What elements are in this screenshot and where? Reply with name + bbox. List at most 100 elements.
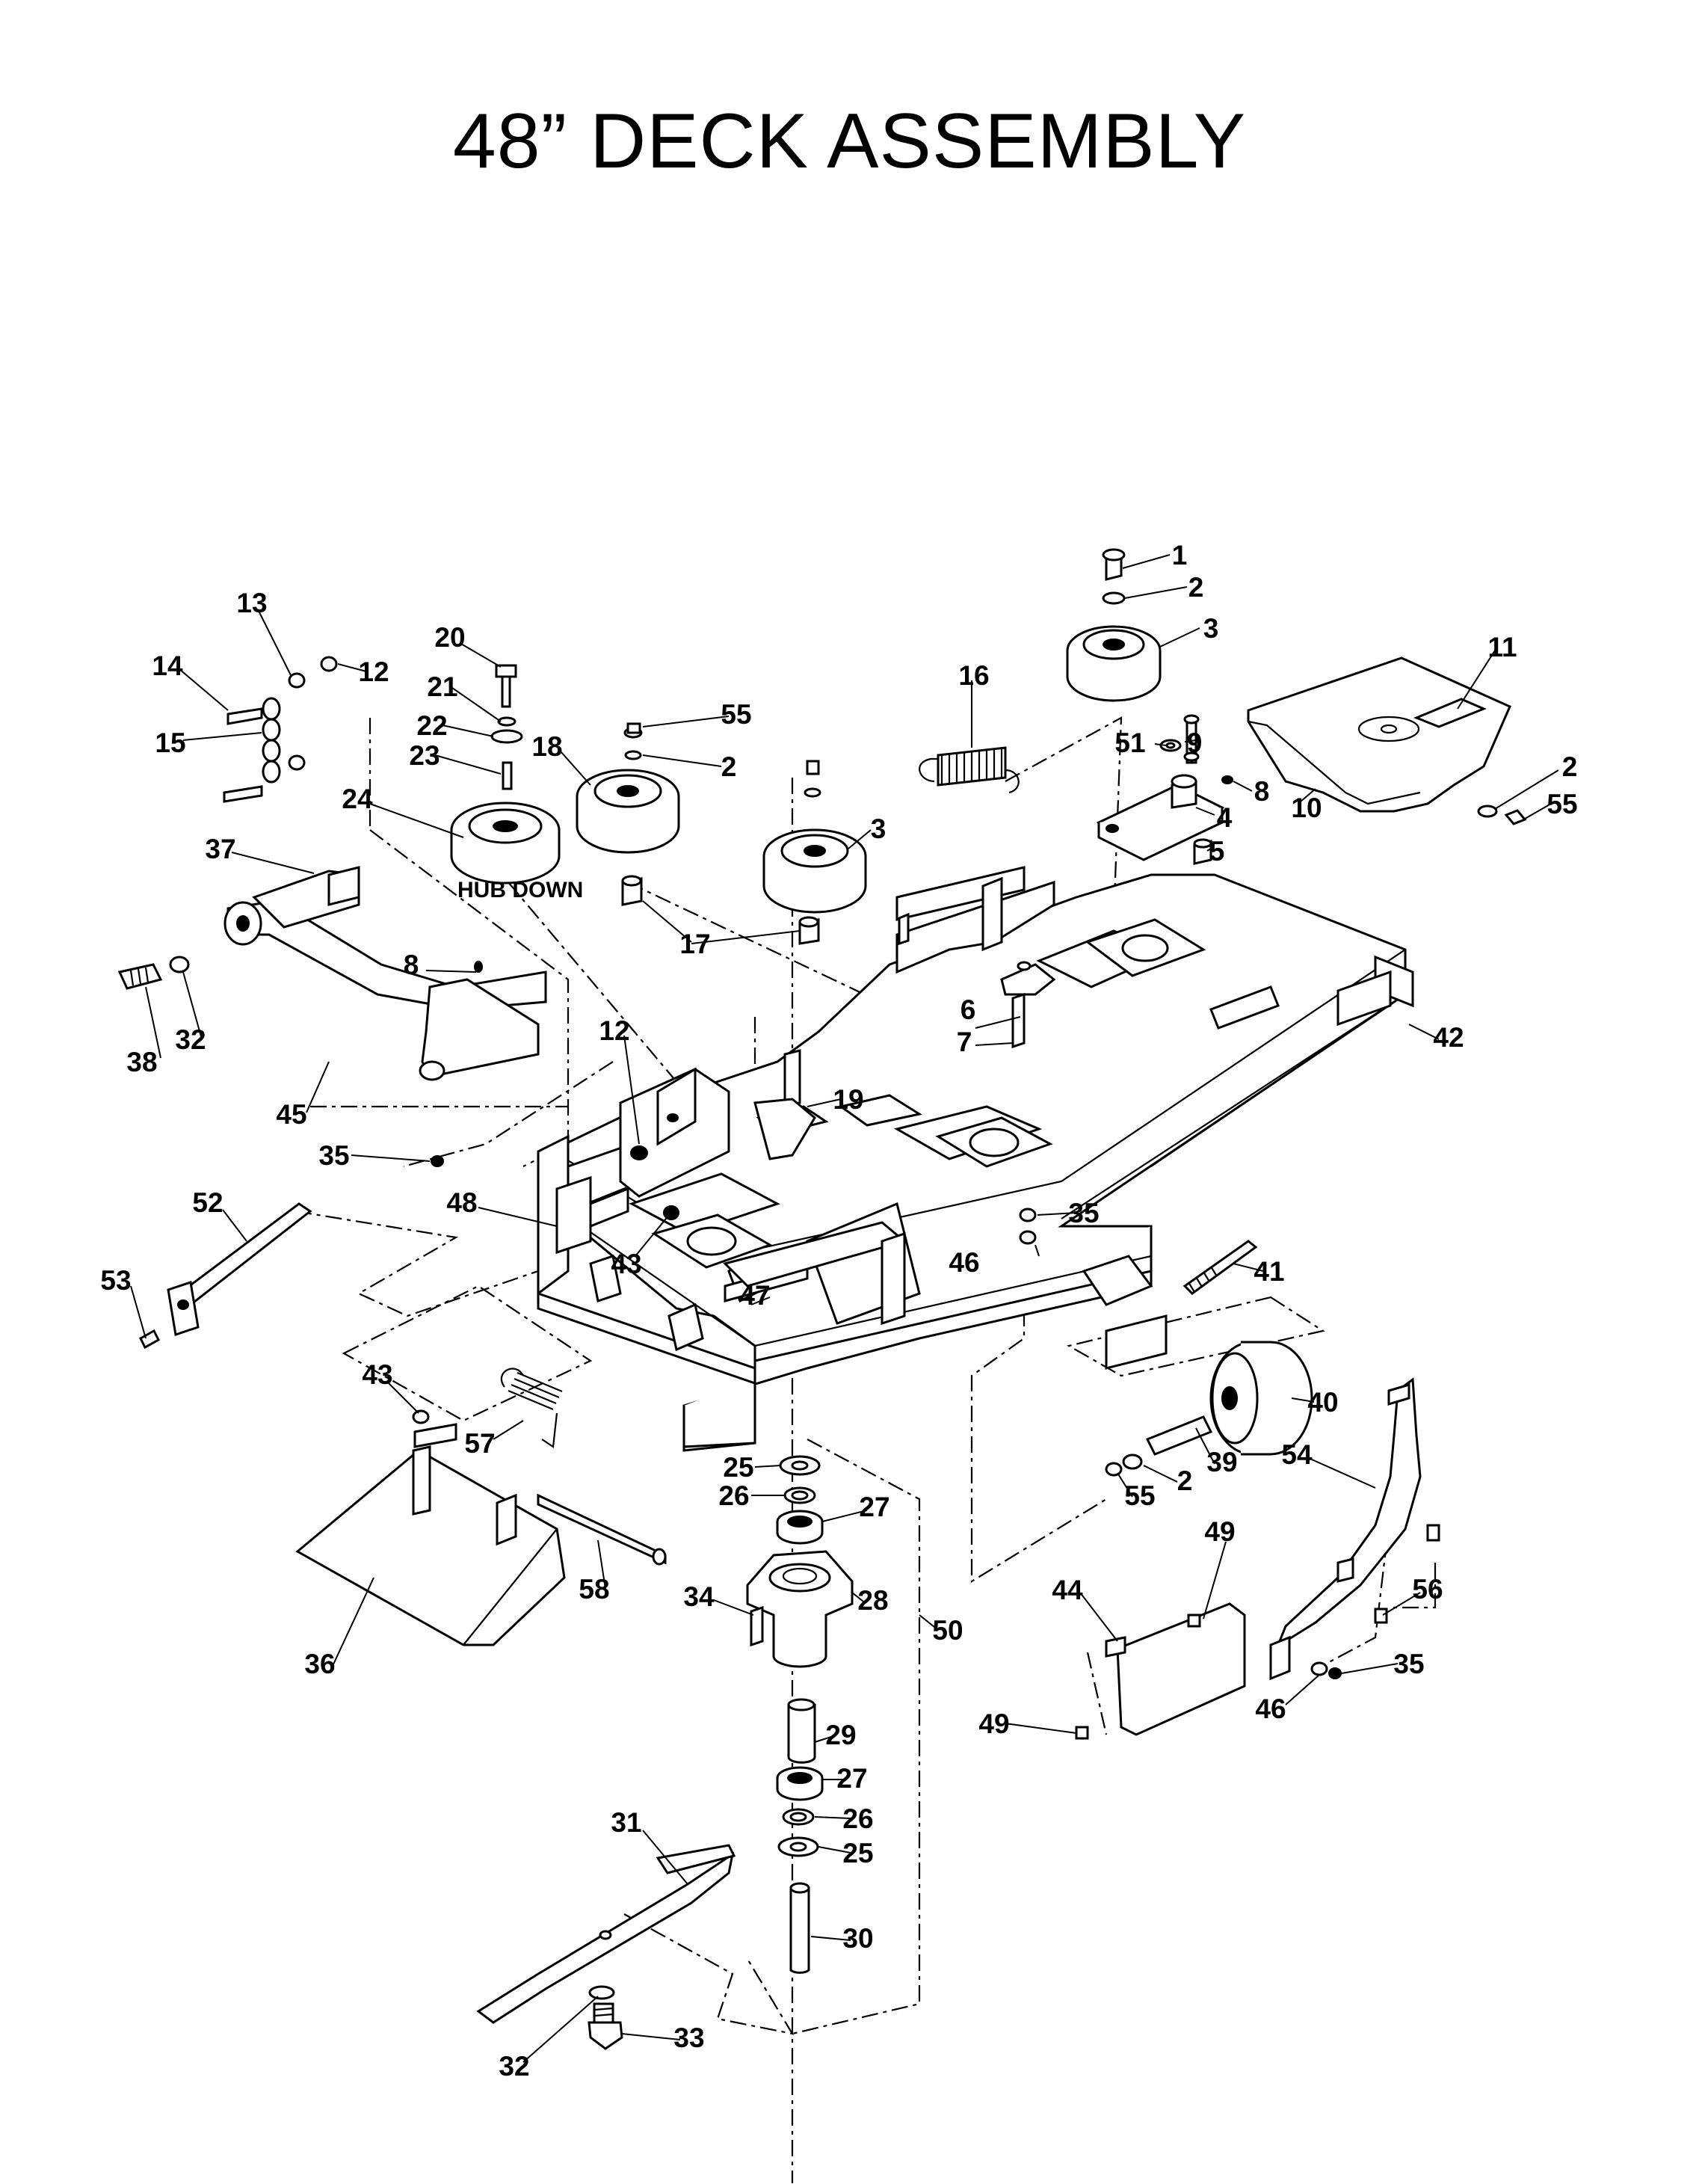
shield-plate [1105,1602,1246,1736]
part-callout-13: 13 [236,588,267,618]
leader-lines [130,554,1559,2063]
part-callout-10: 10 [1291,793,1322,823]
part-callout-45: 45 [276,1099,306,1130]
part-callout-28: 28 [857,1585,888,1616]
part-callout-49: 49 [978,1708,1009,1739]
deck-baffle [1269,1377,1422,1681]
page-title: 48” DECK ASSEMBLY [452,98,1247,185]
part-callout-5: 5 [1209,836,1225,867]
part-callout-24: 24 [342,784,373,814]
part-callout-34: 34 [683,1581,715,1612]
part-callout-20: 20 [434,622,465,653]
part-callout-27: 27 [859,1492,889,1522]
part-callout-27: 27 [836,1763,867,1794]
part-callout-4: 4 [1217,802,1233,833]
part-callout-48: 48 [446,1187,477,1218]
mower-blade [476,1844,736,2050]
part-callout-54: 54 [1281,1439,1313,1470]
part-callout-2: 2 [721,751,737,782]
part-callout-35: 35 [1393,1649,1424,1679]
part-callout-17: 17 [679,929,710,959]
height-chain [223,656,338,803]
part-callout-55: 55 [1547,789,1577,819]
part-callout-55: 55 [721,699,751,730]
part-callout-42: 42 [1433,1022,1464,1053]
part-callout-3: 3 [1203,613,1219,644]
part-callout-18: 18 [531,731,562,762]
part-callout-39: 39 [1206,1447,1237,1477]
blade-spindle [746,1455,854,1974]
part-callout-12: 12 [358,656,389,687]
belt-cover [1247,656,1527,825]
hardware [753,912,1440,1740]
part-callout-49: 49 [1204,1516,1235,1547]
part-callout-32: 32 [499,2051,529,2082]
tension-spring [919,746,1020,794]
idler-arm [1096,714,1233,865]
hub-down-note: HUB DOWN [457,878,583,902]
part-callout-47: 47 [739,1280,770,1311]
spindle-mount-plates [651,918,1206,1269]
part-callout-33: 33 [673,2022,704,2053]
idler-pulley-right [1066,548,1162,702]
part-callout-35: 35 [1068,1198,1099,1228]
part-callout-19: 19 [833,1084,863,1115]
part-callout-40: 40 [1307,1387,1338,1418]
part-callout-50: 50 [932,1615,963,1646]
part-callout-26: 26 [842,1803,873,1834]
part-callout-3: 3 [871,813,886,844]
part-callout-26: 26 [718,1480,749,1511]
part-callout-16: 16 [958,660,989,691]
part-callout-32: 32 [175,1024,206,1055]
part-callout-25: 25 [723,1452,753,1483]
part-callout-9: 9 [1187,728,1203,758]
pivot-rod [139,1202,312,1350]
part-callout-15: 15 [155,728,185,758]
part-callout-2: 2 [1177,1465,1193,1496]
part-callout-43: 43 [611,1249,641,1279]
part-callout-38: 38 [126,1047,157,1077]
part-callout-43: 43 [362,1359,392,1390]
discharge-chute [295,1409,667,1646]
part-callout-53: 53 [100,1265,131,1296]
part-callout-12: 12 [599,1015,629,1046]
deck-bracket-left [431,1067,756,1385]
part-callout-46: 46 [949,1247,979,1278]
part-callout-51: 51 [1114,728,1145,758]
part-callout-22: 22 [416,710,447,741]
part-callout-35: 35 [318,1140,349,1171]
part-callout-11: 11 [1487,632,1517,662]
part-callout-29: 29 [825,1720,856,1750]
anti-scalp-wheel [1105,1341,1313,1477]
part-callout-31: 31 [611,1807,641,1838]
part-callout-6: 6 [960,994,976,1025]
part-callout-8: 8 [1254,776,1270,807]
part-callout-57: 57 [464,1428,495,1459]
part-callout-7: 7 [957,1027,972,1057]
part-callout-55: 55 [1124,1480,1155,1511]
part-callout-46: 46 [1255,1694,1286,1724]
part-callout-30: 30 [842,1923,873,1954]
part-callout-41: 41 [1254,1256,1284,1287]
idler-pulley-center [623,722,867,945]
chute-spring [500,1368,563,1448]
lift-arm [117,866,547,1081]
part-callout-1: 1 [1172,540,1188,570]
idler-pulley-left [576,769,680,906]
part-callout-8: 8 [404,950,419,980]
part-callout-2: 2 [1188,572,1204,603]
part-callout-37: 37 [205,834,235,864]
part-callout-21: 21 [427,671,457,702]
part-callout-58: 58 [579,1574,609,1605]
wheel-bolt [1182,1240,1258,1295]
part-callout-52: 52 [192,1187,223,1218]
part-callout-2: 2 [1562,751,1578,782]
part-callout-23: 23 [409,740,440,771]
part-callout-56: 56 [1412,1574,1443,1605]
part-callout-14: 14 [152,650,183,681]
part-callout-36: 36 [304,1649,335,1679]
part-callout-25: 25 [842,1838,873,1868]
